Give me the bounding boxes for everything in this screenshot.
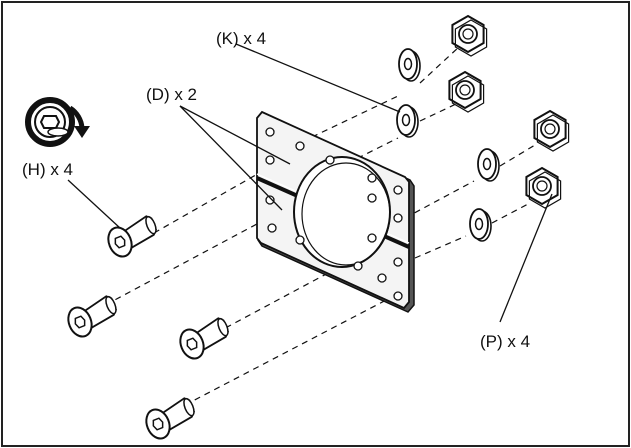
rotate-tighten-icon — [25, 97, 90, 147]
label-bracket-d: (D) x 2 — [146, 85, 197, 104]
label-washer-k: (K) x 4 — [216, 29, 267, 48]
leader-lines — [67, 43, 553, 323]
label-screw-h: (H) x 4 — [22, 160, 73, 179]
bracket-d — [256, 110, 415, 313]
label-nut-p: (P) x 4 — [480, 332, 531, 351]
